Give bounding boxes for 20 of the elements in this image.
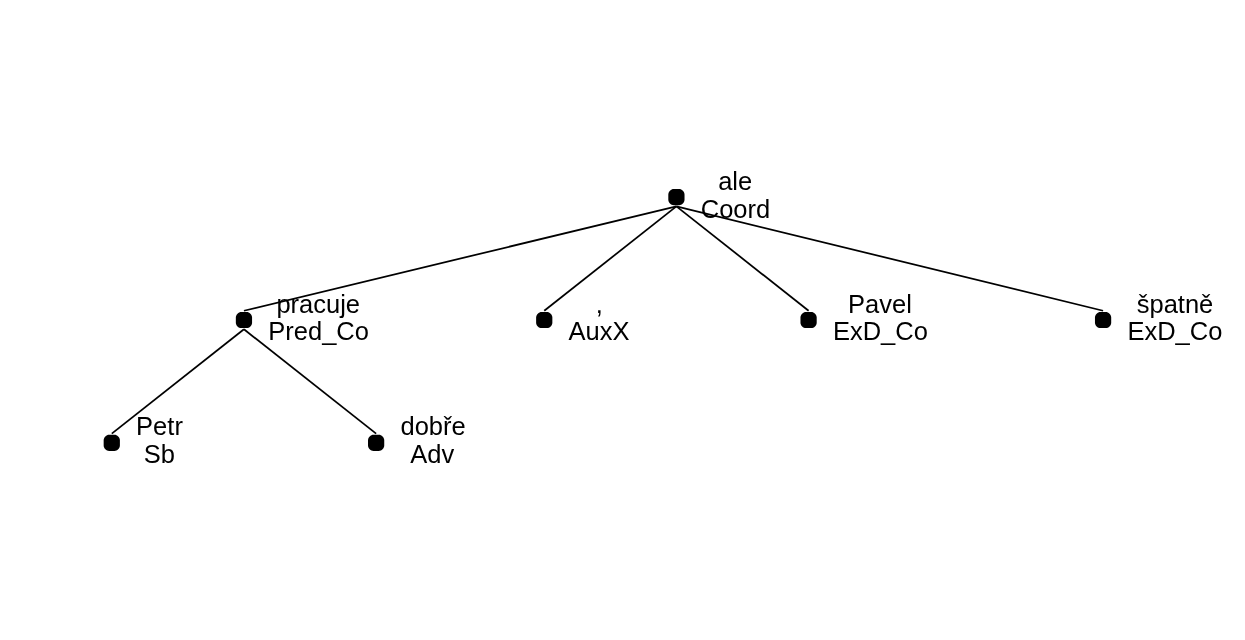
connector bbox=[675, 205, 810, 312]
node-label: ExD_Co bbox=[1127, 317, 1223, 346]
node-label: ExD_Co bbox=[832, 317, 928, 346]
connector bbox=[243, 328, 377, 435]
node-label: dobře bbox=[400, 412, 466, 441]
connector bbox=[110, 328, 245, 435]
node-label: AuxX bbox=[568, 317, 630, 346]
node-label: Sb bbox=[143, 440, 175, 469]
node-label: ale bbox=[718, 166, 753, 195]
connector bbox=[543, 205, 678, 312]
connector bbox=[243, 205, 678, 312]
node-label: Coord bbox=[700, 194, 771, 223]
node-label: , bbox=[595, 289, 603, 318]
node-label: Pavel bbox=[848, 289, 912, 318]
node-label: Pred_Co bbox=[268, 317, 369, 346]
node-label: pracuje bbox=[276, 289, 361, 318]
connector bbox=[675, 205, 1104, 312]
node-label: Petr bbox=[136, 412, 183, 441]
node-label: špatně bbox=[1136, 289, 1214, 318]
node-label: Adv bbox=[410, 440, 455, 469]
